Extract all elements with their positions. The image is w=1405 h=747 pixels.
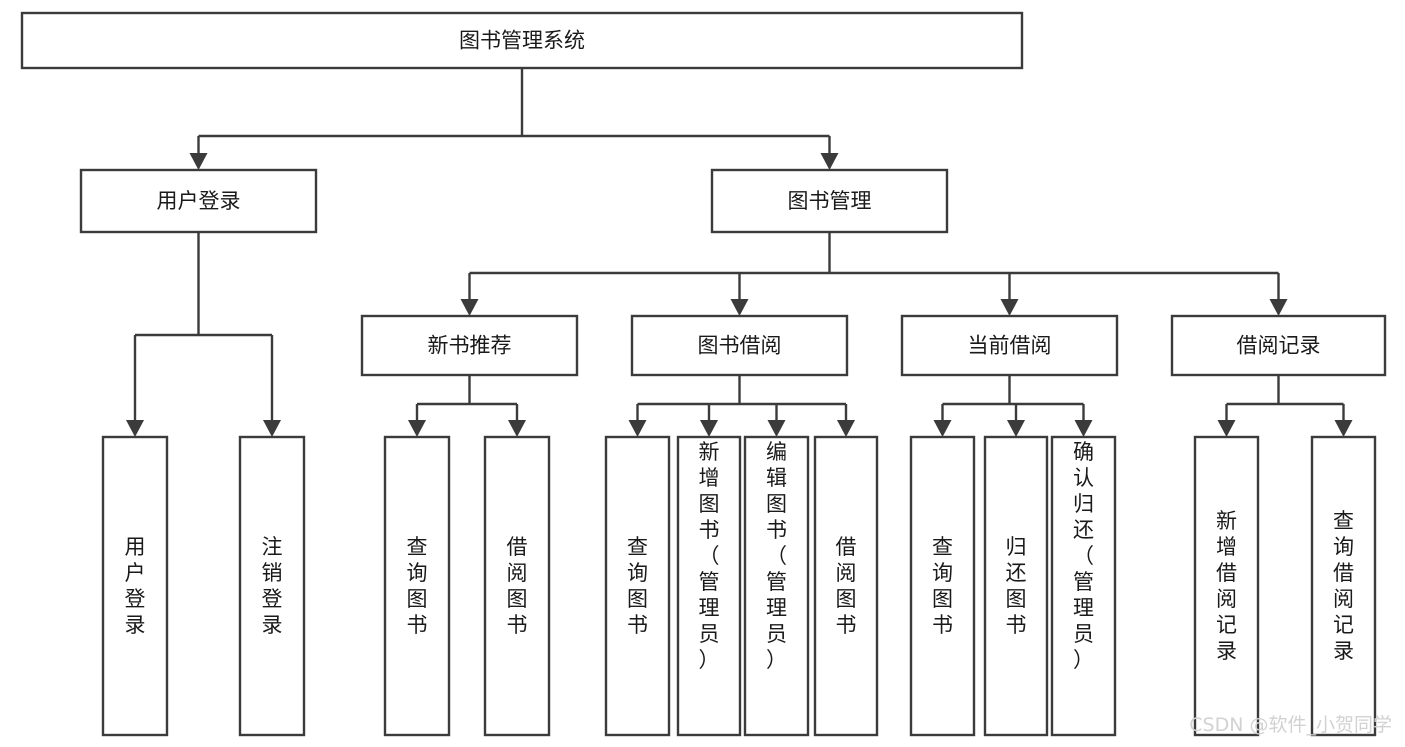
connector-arrowhead xyxy=(1269,299,1288,316)
node-leaf-query-book-recommend[interactable]: 查询图书 xyxy=(383,435,451,737)
node-box-leaf-confirm-return-admin xyxy=(1050,435,1117,737)
connector-arrowhead xyxy=(933,420,952,437)
node-label-leaf-add-book-admin: 新增图书（管理员） xyxy=(699,440,720,672)
node-label-leaf-borrow-book: 借阅图书 xyxy=(836,535,857,637)
node-leaf-add-borrow-record[interactable]: 新增借阅记录 xyxy=(1193,435,1260,737)
connector-arrowhead xyxy=(820,153,839,170)
connector-arrowhead xyxy=(1334,420,1353,437)
connector-arrowhead xyxy=(730,299,749,316)
node-label-leaf-return-book: 归还图书 xyxy=(1006,535,1027,637)
node-box-leaf-user-logout xyxy=(238,435,306,737)
node-leaf-query-book-borrow[interactable]: 查询图书 xyxy=(604,435,671,737)
node-label-leaf-edit-book-admin: 编辑图书（管理员） xyxy=(766,440,787,672)
node-leaf-borrow-book-recommend[interactable]: 借阅图书 xyxy=(483,435,551,737)
conn-bookmgmt-to-level2 xyxy=(460,232,1288,316)
connector-arrowhead xyxy=(1007,420,1025,437)
node-leaf-user-logout[interactable]: 注销登录 xyxy=(238,435,306,737)
node-label-book-management: 图书管理 xyxy=(788,189,872,213)
conn-recommend-to-leaves xyxy=(408,375,526,437)
node-box-root xyxy=(20,11,1024,70)
connector-arrowhead xyxy=(1074,420,1093,437)
node-box-leaf-add-borrow-record xyxy=(1193,435,1260,737)
node-label-leaf-query-book-borrow: 查询图书 xyxy=(627,535,648,637)
node-label-current-borrow: 当前借阅 xyxy=(968,334,1052,358)
node-label-root: 图书管理系统 xyxy=(459,29,585,53)
node-box-book-management xyxy=(710,168,949,234)
conn-userlogin-to-leaves xyxy=(126,232,281,437)
node-user-login[interactable]: 用户登录 xyxy=(79,168,318,234)
node-label-leaf-query-book-current: 查询图书 xyxy=(932,535,953,637)
conn-root-to-level1 xyxy=(189,68,839,170)
node-label-leaf-query-book-recommend: 查询图书 xyxy=(407,535,428,637)
node-label-leaf-add-borrow-record: 新增借阅记录 xyxy=(1216,509,1237,663)
node-leaf-borrow-book[interactable]: 借阅图书 xyxy=(813,435,879,737)
node-box-leaf-query-book-current xyxy=(909,435,976,737)
node-box-leaf-query-book-recommend xyxy=(383,435,451,737)
conn-record-to-leaves xyxy=(1217,375,1353,437)
connector-arrowhead xyxy=(767,420,786,437)
node-box-leaf-add-book-admin xyxy=(676,435,742,737)
node-box-leaf-return-book xyxy=(983,435,1049,737)
node-box-user-login xyxy=(79,168,318,234)
node-label-new-book-recommend: 新书推荐 xyxy=(428,334,512,358)
connector-arrowhead xyxy=(837,420,855,437)
node-box-book-borrow xyxy=(630,314,849,377)
connector-arrowhead xyxy=(1000,299,1019,316)
node-borrow-record[interactable]: 借阅记录 xyxy=(1170,314,1387,377)
node-box-leaf-query-borrow-record xyxy=(1310,435,1377,737)
node-leaf-return-book[interactable]: 归还图书 xyxy=(983,435,1049,737)
node-label-book-borrow: 图书借阅 xyxy=(698,334,782,358)
node-box-leaf-query-book-borrow xyxy=(604,435,671,737)
node-book-management[interactable]: 图书管理 xyxy=(710,168,949,234)
connector-arrowhead xyxy=(628,420,647,437)
node-label-user-login: 用户登录 xyxy=(157,189,241,213)
node-leaf-user-login[interactable]: 用户登录 xyxy=(101,435,169,737)
node-leaf-confirm-return-admin[interactable]: 确认归还（管理员） xyxy=(1050,435,1117,737)
conn-borrow-to-leaves xyxy=(628,375,855,437)
node-leaf-add-book-admin[interactable]: 新增图书（管理员） xyxy=(676,435,742,737)
node-layer: 图书管理系统用户登录图书管理新书推荐图书借阅当前借阅借阅记录用户登录注销登录查询… xyxy=(20,11,1387,737)
node-box-borrow-record xyxy=(1170,314,1387,377)
connector-arrowhead xyxy=(508,420,526,437)
node-leaf-query-borrow-record[interactable]: 查询借阅记录 xyxy=(1310,435,1377,737)
node-label-leaf-borrow-book-recommend: 借阅图书 xyxy=(507,535,528,637)
conn-current-to-leaves xyxy=(933,375,1093,437)
connector-arrowhead xyxy=(263,420,281,437)
connector-arrowhead xyxy=(189,153,208,170)
connector-arrowhead xyxy=(408,420,426,437)
node-box-leaf-borrow-book-recommend xyxy=(483,435,551,737)
node-current-borrow[interactable]: 当前借阅 xyxy=(900,314,1119,377)
node-label-leaf-query-borrow-record: 查询借阅记录 xyxy=(1333,509,1354,663)
node-label-leaf-confirm-return-admin: 确认归还（管理员） xyxy=(1073,440,1094,672)
connector-arrowhead xyxy=(460,299,479,316)
connector-arrowhead xyxy=(1217,420,1236,437)
node-box-leaf-user-login xyxy=(101,435,169,737)
node-new-book-recommend[interactable]: 新书推荐 xyxy=(360,314,579,377)
node-box-current-borrow xyxy=(900,314,1119,377)
node-leaf-edit-book-admin[interactable]: 编辑图书（管理员） xyxy=(743,435,810,737)
node-label-leaf-user-login: 用户登录 xyxy=(125,535,146,637)
connector-arrowhead xyxy=(700,420,718,437)
connector-layer xyxy=(126,68,1353,437)
node-box-new-book-recommend xyxy=(360,314,579,377)
node-label-borrow-record: 借阅记录 xyxy=(1237,334,1321,358)
node-box-leaf-edit-book-admin xyxy=(743,435,810,737)
node-label-leaf-user-logout: 注销登录 xyxy=(262,535,283,637)
node-leaf-query-book-current[interactable]: 查询图书 xyxy=(909,435,976,737)
csdn-watermark: CSDN @软件_小贺同学 xyxy=(1189,714,1392,736)
node-box-leaf-borrow-book xyxy=(813,435,879,737)
node-root[interactable]: 图书管理系统 xyxy=(20,11,1024,70)
connector-arrowhead xyxy=(126,420,144,437)
node-book-borrow[interactable]: 图书借阅 xyxy=(630,314,849,377)
